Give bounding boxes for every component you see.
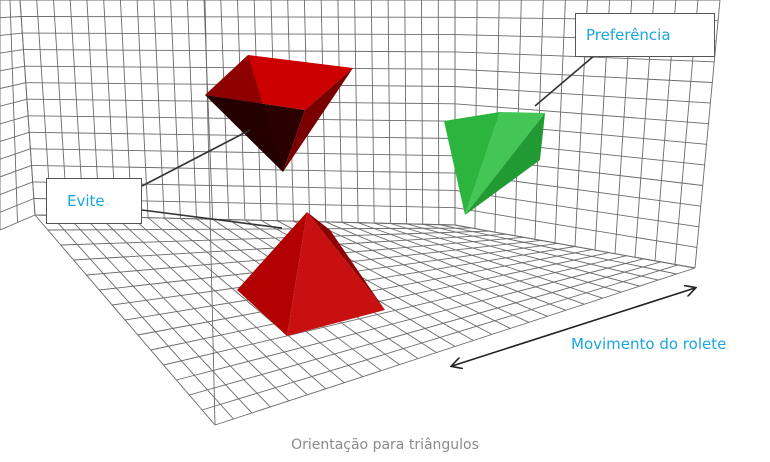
preference-callout: Preferência — [575, 13, 715, 57]
avoid-leader-line-top — [141, 129, 251, 187]
preference-label: Preferência — [586, 26, 671, 44]
roller-motion-arrow — [452, 288, 695, 366]
green-pyramid — [444, 112, 545, 215]
figure-caption: Orientação para triângulos — [291, 437, 479, 453]
red-upright-pyramid — [237, 212, 385, 336]
red-inverted-pyramid — [205, 55, 353, 172]
avoid-label: Evite — [67, 192, 105, 210]
roller-motion-label: Movimento do rolete — [571, 335, 727, 353]
avoid-callout: Evite — [46, 178, 142, 224]
left-wall-grid — [0, 0, 216, 426]
avoid-leader-line-bottom — [141, 209, 283, 229]
preference-leader-line — [534, 54, 596, 107]
